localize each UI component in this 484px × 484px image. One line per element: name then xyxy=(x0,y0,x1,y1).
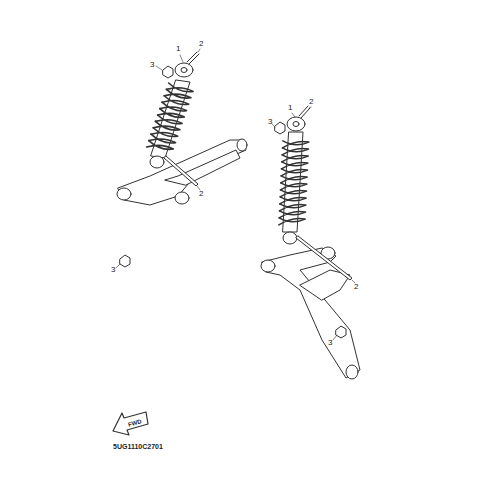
arm-bushing xyxy=(261,260,275,272)
arm-bushing xyxy=(175,192,189,204)
callout-number: 1 xyxy=(288,104,292,112)
nut xyxy=(275,122,285,134)
callout-number: 2 xyxy=(354,283,358,291)
callout-number: 3 xyxy=(328,339,332,347)
fwd-arrow xyxy=(113,412,148,435)
shock-eye xyxy=(175,63,193,77)
coil-turn xyxy=(282,155,308,162)
leader-line xyxy=(333,335,337,340)
coil-turn xyxy=(155,115,182,124)
leader-line xyxy=(309,107,311,108)
coil-turn xyxy=(280,204,306,211)
leader-line xyxy=(180,55,183,62)
coil-turn xyxy=(280,190,306,197)
coil-turn xyxy=(153,121,180,130)
bolt xyxy=(299,106,310,118)
bolt xyxy=(164,156,198,186)
coil-turn xyxy=(162,96,189,105)
callout-number: 2 xyxy=(309,98,313,106)
bolt xyxy=(296,236,352,280)
arm-bushing xyxy=(117,188,131,200)
shock-eye xyxy=(293,122,299,127)
coil-turn xyxy=(149,134,176,143)
coil-spring xyxy=(147,83,194,149)
callout-number: 3 xyxy=(268,118,272,126)
leader-lines xyxy=(116,49,355,340)
coil-spring xyxy=(279,141,309,225)
lower-arm xyxy=(262,248,360,378)
coil-turn xyxy=(151,128,178,137)
coil-turn xyxy=(158,109,185,118)
ball-joint xyxy=(237,139,247,151)
shock-eye xyxy=(283,232,297,244)
coil-turn xyxy=(166,83,193,92)
callout-number: 1 xyxy=(176,45,180,53)
shock-eye xyxy=(181,68,187,73)
nut xyxy=(163,66,173,78)
coil-turn xyxy=(282,162,308,169)
leader-line xyxy=(292,113,295,117)
coil-turn xyxy=(281,176,307,183)
nut xyxy=(336,326,346,338)
coil-turn xyxy=(160,102,187,111)
callout-number: 3 xyxy=(150,61,154,69)
callout-number: 2 xyxy=(199,40,203,48)
lower-arm xyxy=(118,140,246,205)
callout-number: 3 xyxy=(111,266,115,274)
ball-joint xyxy=(346,365,358,379)
drawing-code: 5UG1110C2701 xyxy=(113,443,163,450)
coil-turn xyxy=(283,141,309,148)
coil-turn xyxy=(279,218,305,225)
bolt xyxy=(187,52,199,64)
coil-turn xyxy=(281,169,307,176)
shock-eye xyxy=(287,117,305,131)
coil-turn xyxy=(147,141,174,150)
nut xyxy=(120,255,130,267)
coil-turn xyxy=(280,197,306,204)
callout-number: 2 xyxy=(199,190,203,198)
shock-body xyxy=(283,132,303,232)
coil-turn xyxy=(164,89,191,98)
leader-line xyxy=(156,66,162,70)
coil-turn xyxy=(281,183,307,190)
shock-eye xyxy=(150,156,164,168)
coil-turn xyxy=(279,211,305,218)
leader-line xyxy=(116,264,120,268)
coil-turn xyxy=(282,148,308,155)
lower-arm xyxy=(165,150,240,185)
leader-line xyxy=(198,49,200,52)
